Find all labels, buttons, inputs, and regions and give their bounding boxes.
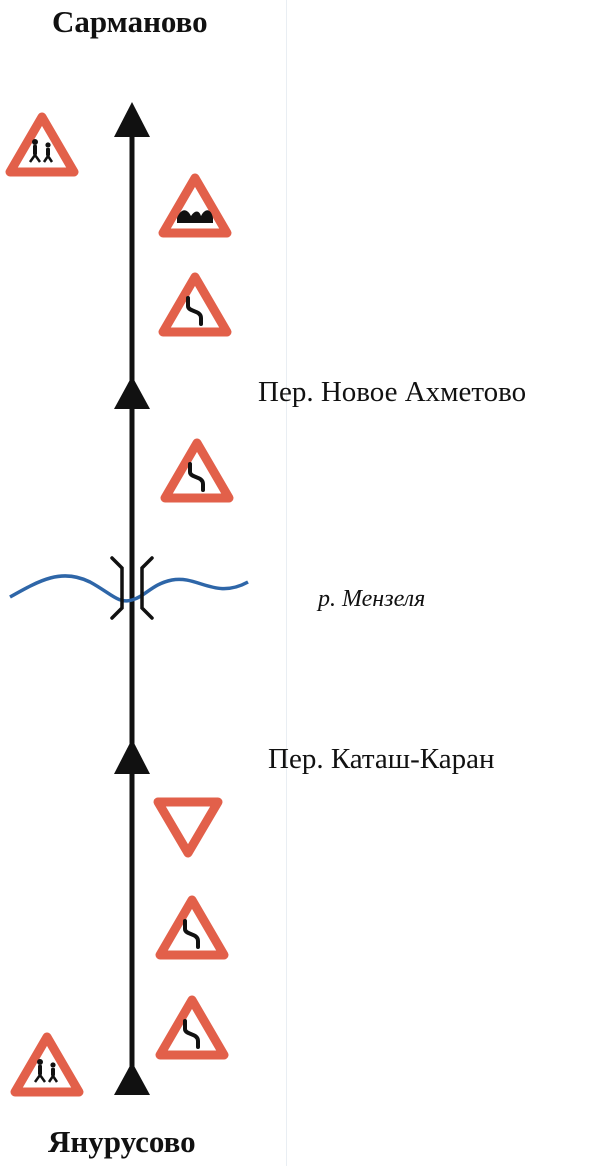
- dangerous-curve-sign-icon: [165, 443, 229, 498]
- crossing-label-katash-karan: Пер. Каташ-Каран: [268, 743, 495, 775]
- road-arrow-novoe-akhmetovo: [114, 376, 150, 409]
- river-label: р. Мензеля: [318, 586, 426, 612]
- river-wave: [9, 574, 249, 603]
- dangerous-curve-sign-icon: [160, 1000, 224, 1055]
- town-label-north: Сарманово: [52, 4, 208, 39]
- town-label-south: Янурусово: [48, 1124, 196, 1159]
- crossing-label-novoe-akhmetovo: Пер. Новое Ахметово: [258, 376, 527, 408]
- road-arrow-bottom: [114, 1062, 150, 1095]
- children-warning-sign-icon: [15, 1037, 79, 1092]
- children-warning-sign-icon: [10, 117, 74, 172]
- give-way-sign-icon: [153, 797, 223, 858]
- background-guide-line: [286, 0, 287, 1166]
- road-arrow-top: [114, 102, 150, 137]
- road-arrow-katash-karan: [114, 739, 150, 774]
- uneven-road-sign-icon: [163, 178, 227, 233]
- bridge-icon: [110, 556, 154, 620]
- dangerous-curve-sign-icon: [163, 277, 227, 332]
- dangerous-curve-sign-icon: [160, 900, 224, 955]
